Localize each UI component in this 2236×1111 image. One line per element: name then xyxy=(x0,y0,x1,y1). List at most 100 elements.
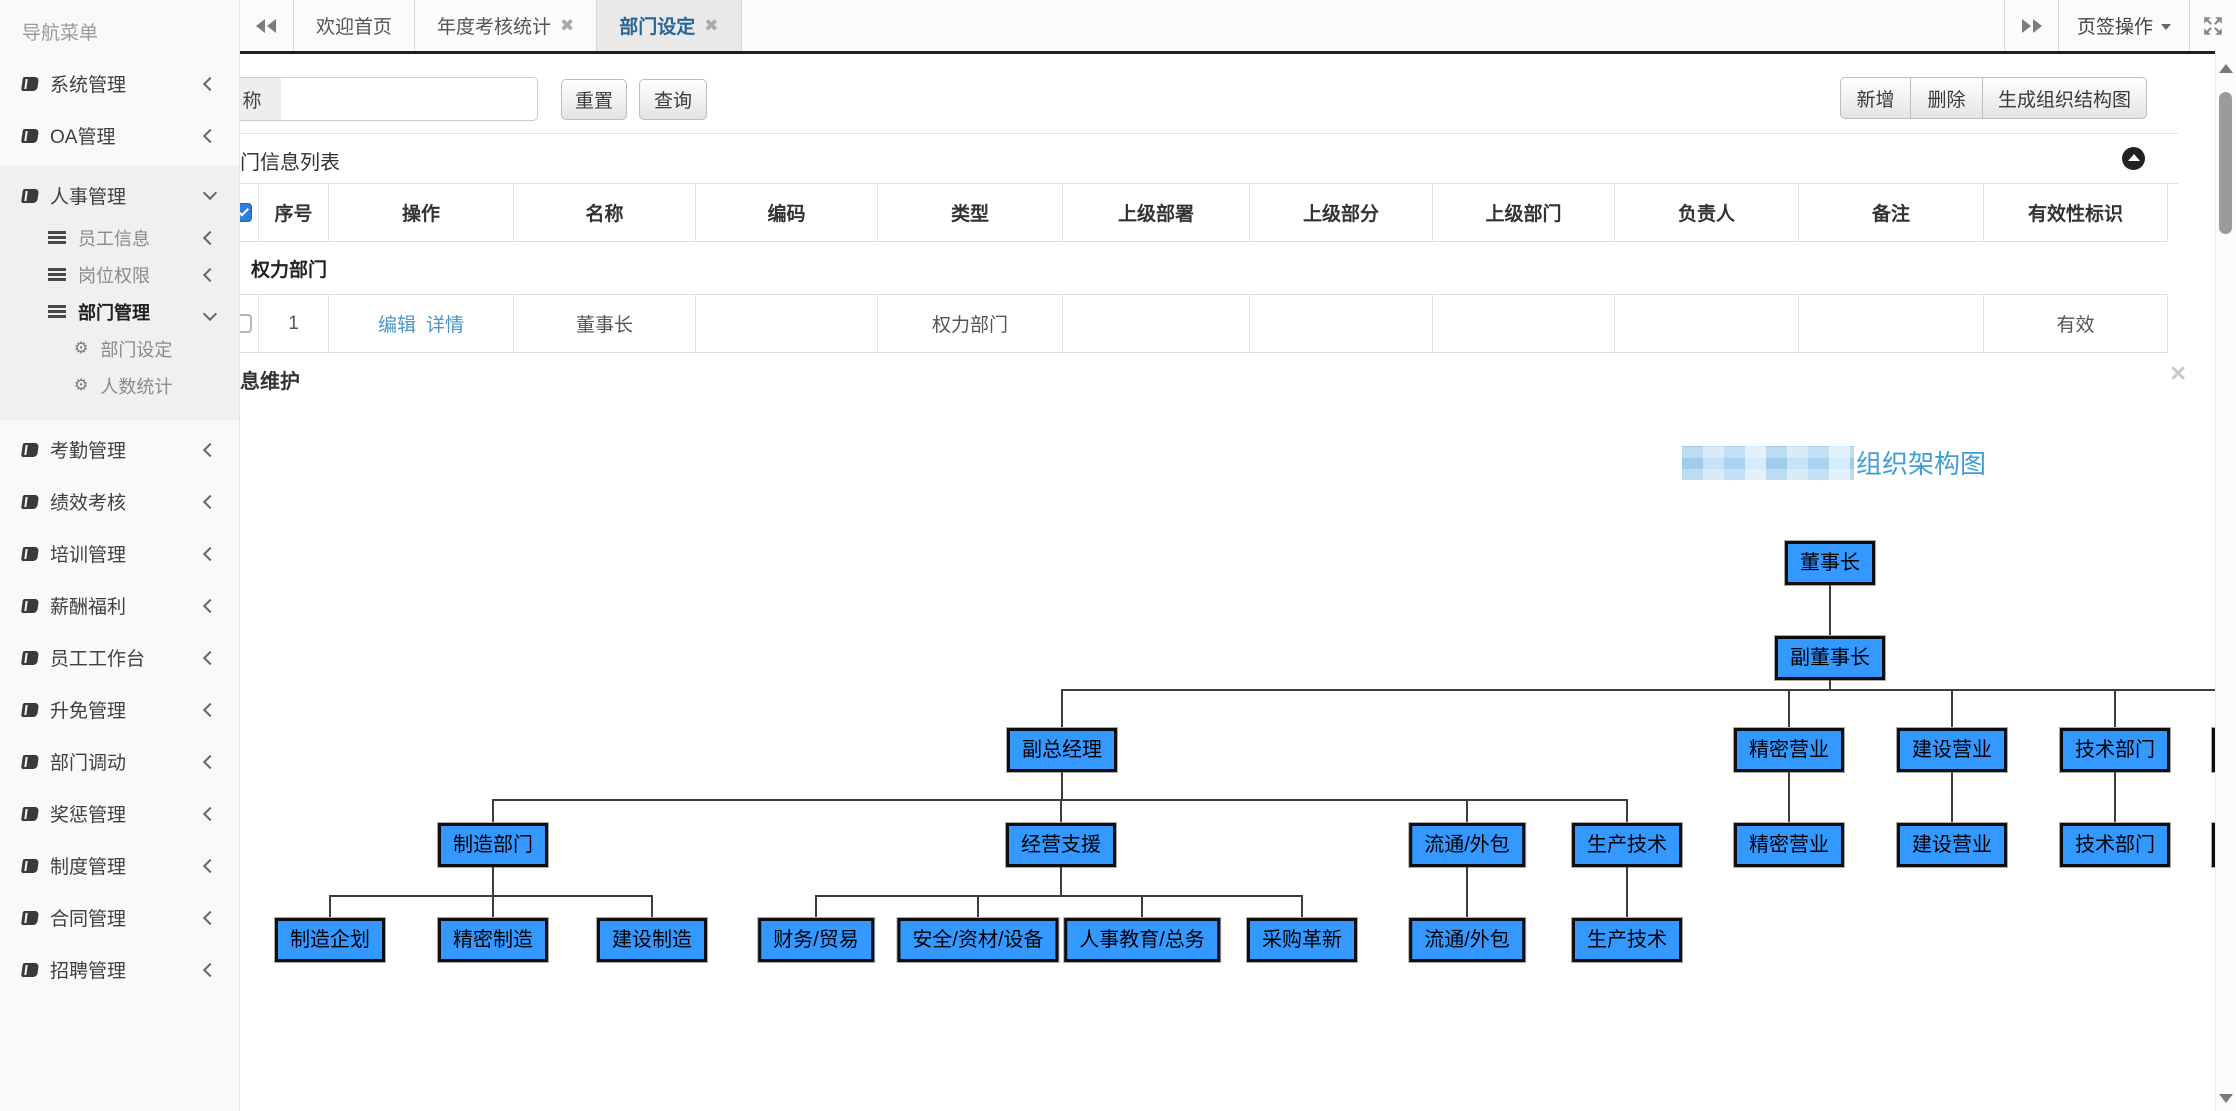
org-node: 生产技术 xyxy=(1572,918,1682,962)
chevron-left-icon xyxy=(202,962,218,977)
scroll-tabs-left-button[interactable] xyxy=(240,0,294,51)
sidebar-item[interactable]: 薪酬福利 xyxy=(0,582,239,629)
table-cell: 权力部门 xyxy=(878,295,1063,352)
sidebar-item[interactable]: 部门管理 xyxy=(0,293,239,330)
org-connector-line xyxy=(977,896,979,918)
edit-link[interactable]: 编辑 xyxy=(377,315,416,336)
close-tab-icon[interactable]: ✖ xyxy=(704,16,719,35)
org-node: 流通/外包 xyxy=(1409,918,1525,962)
book-icon xyxy=(21,650,39,665)
sidebar-item[interactable]: OA管理 xyxy=(0,112,239,159)
org-connector-line xyxy=(815,895,1303,897)
chevron-left-icon xyxy=(202,858,218,873)
chevron-left-icon xyxy=(202,650,218,665)
tab-label: 年度考核统计 xyxy=(437,17,552,38)
generate-orgchart-button[interactable]: 生成组织结构图 xyxy=(1982,77,2147,119)
tab-operations-dropdown[interactable]: 页签操作 xyxy=(2057,0,2189,51)
sidebar-item[interactable]: 合同管理 xyxy=(0,894,239,941)
sidebar-item-label: 员工工作台 xyxy=(50,649,146,670)
sidebar-title: 导航菜单 xyxy=(22,23,99,44)
org-connector-line xyxy=(1626,800,1628,823)
scroll-up-arrow[interactable] xyxy=(2219,64,2233,73)
sidebar-item[interactable]: 制度管理 xyxy=(0,842,239,889)
book-icon xyxy=(21,910,39,925)
table-cell: 有效 xyxy=(1984,295,2168,352)
org-connector-line xyxy=(2114,772,2116,823)
sidebar-item[interactable]: 升免管理 xyxy=(0,686,239,733)
column-header: 上级部分 xyxy=(1250,184,1433,241)
chevron-left-icon xyxy=(202,598,218,613)
scrollbar-thumb[interactable] xyxy=(2219,92,2232,234)
reset-button[interactable]: 重置 xyxy=(561,79,627,120)
table-cell xyxy=(696,295,878,352)
sidebar-item-label: 部门设定 xyxy=(100,339,173,360)
sidebar-item-label: 制度管理 xyxy=(50,857,127,878)
sidebar-item-label: 升免管理 xyxy=(50,701,127,722)
sidebar-item-label: 招聘管理 xyxy=(50,961,127,982)
detail-link[interactable]: 详情 xyxy=(426,315,465,336)
tab[interactable]: 部门设定✖ xyxy=(597,0,742,51)
chevron-down-icon xyxy=(202,306,218,322)
org-connector-line xyxy=(329,896,331,918)
org-connector-line xyxy=(815,896,817,918)
chevron-left-icon xyxy=(202,230,218,245)
sidebar-item[interactable]: 招聘管理 xyxy=(0,946,239,993)
search-input[interactable] xyxy=(281,77,538,121)
tab[interactable]: 欢迎首页 xyxy=(294,0,416,51)
close-icon[interactable]: × xyxy=(2170,358,2186,388)
scroll-tabs-right-button[interactable] xyxy=(2003,0,2058,51)
panel-title: 部门信息列表 xyxy=(220,152,340,174)
org-node: 副董事长 xyxy=(1775,636,1885,680)
fullscreen-button[interactable] xyxy=(2189,0,2236,51)
sidebar-item-label: 薪酬福利 xyxy=(50,597,127,618)
vertical-scrollbar[interactable] xyxy=(2215,51,2236,1111)
scroll-down-arrow[interactable] xyxy=(2219,1094,2233,1103)
tab-bar: 欢迎首页年度考核统计✖部门设定✖ 页签操作 xyxy=(240,0,2236,54)
book-icon xyxy=(21,546,39,561)
sidebar-item[interactable]: 系统管理 xyxy=(0,60,239,107)
collapse-panel-icon[interactable] xyxy=(2122,147,2145,170)
org-connector-line xyxy=(492,799,1628,801)
book-icon xyxy=(21,598,39,613)
delete-button[interactable]: 删除 xyxy=(1910,77,1982,119)
org-node: 安全/资材/设备 xyxy=(897,918,1059,962)
sidebar-item[interactable]: 员工工作台 xyxy=(0,634,239,681)
org-node: 流通/外包 xyxy=(1409,823,1525,867)
query-button[interactable]: 查询 xyxy=(639,79,707,120)
sidebar-item[interactable]: 员工信息 xyxy=(0,219,239,256)
org-node: 副总经理 xyxy=(1007,728,1117,772)
sidebar-item[interactable]: 人事管理 xyxy=(0,172,239,219)
sidebar-item-label: 培训管理 xyxy=(50,545,127,566)
column-header: 负责人 xyxy=(1615,184,1799,241)
orgchart-title-text: 组织架构图 xyxy=(1856,449,1987,479)
double-chevron-left-icon xyxy=(255,18,265,33)
sidebar-item[interactable]: 部门调动 xyxy=(0,738,239,785)
up-arrow-icon xyxy=(2127,154,2140,161)
org-connector-line xyxy=(1301,896,1303,918)
column-header: 上级部门 xyxy=(1433,184,1615,241)
sidebar-item[interactable]: 考勤管理 xyxy=(0,426,239,473)
tab[interactable]: 年度考核统计 ✖ xyxy=(415,0,598,51)
table-group-row: 权力部门 xyxy=(207,242,2168,295)
book-icon xyxy=(21,754,39,769)
book-icon xyxy=(21,188,39,203)
close-tab-icon[interactable]: ✖ xyxy=(560,16,575,35)
org-connector-line xyxy=(1788,690,1790,728)
sidebar-item[interactable]: 绩效考核 xyxy=(0,478,239,525)
sidebar-item[interactable]: 奖惩管理 xyxy=(0,790,239,837)
sidebar-item[interactable]: 岗位权限 xyxy=(0,256,239,293)
sidebar-item-label: 考勤管理 xyxy=(50,441,127,462)
column-header: 序号 xyxy=(259,184,329,241)
sidebar-item-label: 部门调动 xyxy=(50,753,127,774)
org-connector-line xyxy=(1061,689,2236,691)
org-connector-line xyxy=(1466,867,1468,918)
book-icon xyxy=(21,806,39,821)
sidebar-item[interactable]: 培训管理 xyxy=(0,530,239,577)
sidebar-item[interactable]: ⚙人数统计 xyxy=(0,367,239,404)
table-cell xyxy=(1433,295,1615,352)
add-button[interactable]: 新增 xyxy=(1840,77,1910,119)
sidebar-item[interactable]: ⚙部门设定 xyxy=(0,330,239,367)
chevron-left-icon xyxy=(202,702,218,717)
